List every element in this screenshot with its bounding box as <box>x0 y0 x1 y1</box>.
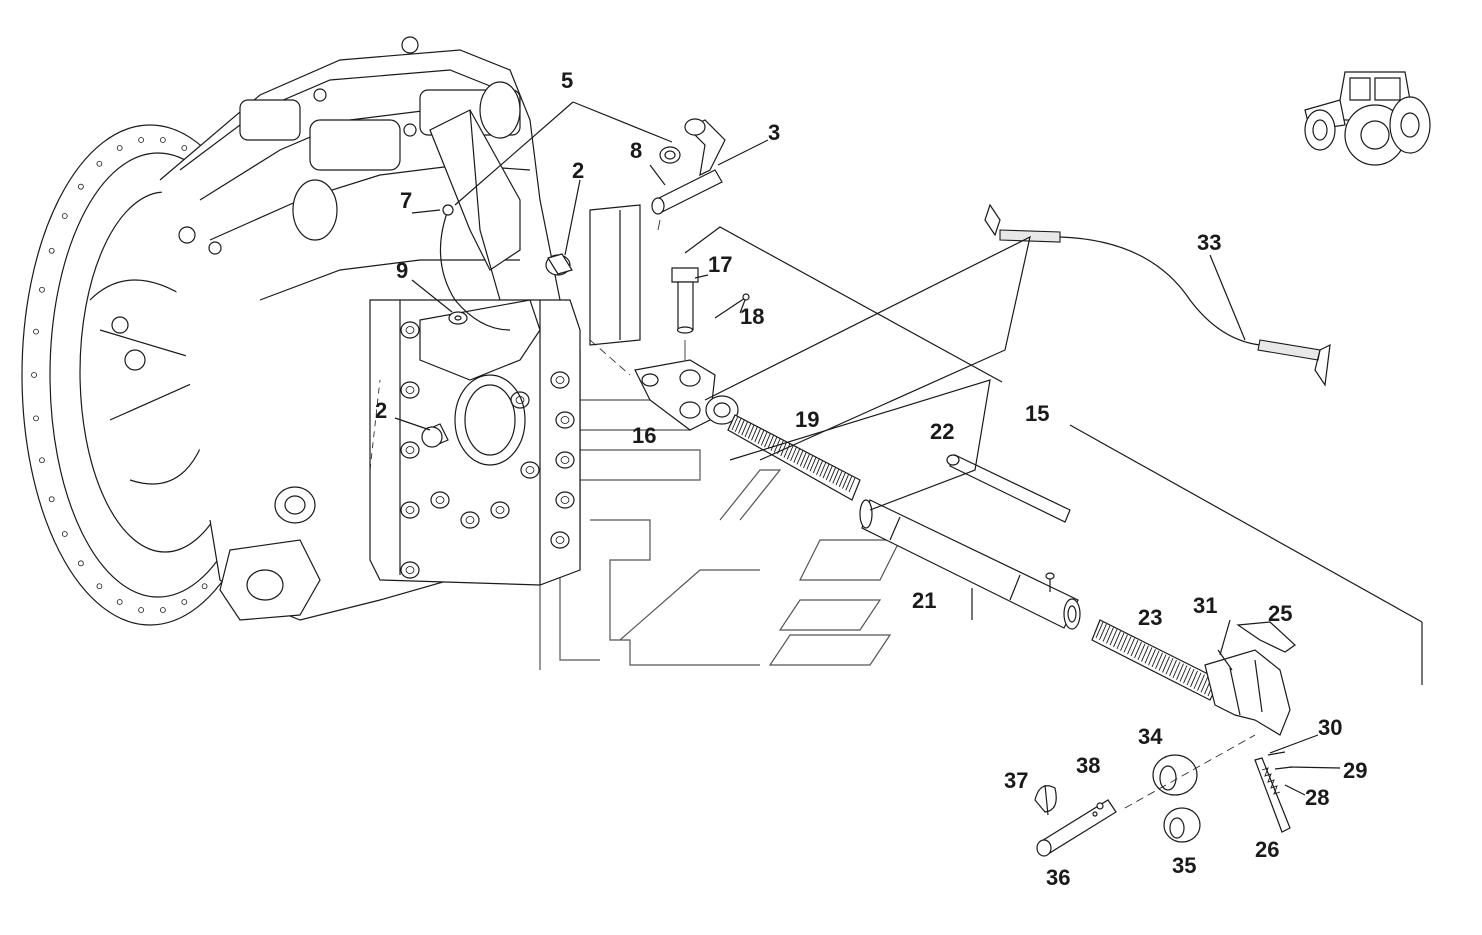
callout-19: 19 <box>795 407 819 432</box>
callout-34: 34 <box>1138 724 1163 749</box>
callout-22: 22 <box>930 419 954 444</box>
part-3-handle-pin <box>651 118 726 231</box>
callout-2-upper: 2 <box>572 158 584 183</box>
callout-5: 5 <box>561 68 573 93</box>
callout-30: 30 <box>1318 715 1342 740</box>
callout-16: 16 <box>632 423 656 448</box>
transmission-housing <box>21 36 641 626</box>
callout-17: 17 <box>708 252 732 277</box>
part-22-key <box>946 454 1071 523</box>
part-29-pin <box>1274 766 1293 770</box>
part-37-linch-pin <box>1034 784 1057 816</box>
callout-labels: 5 3 8 2 7 9 2 17 18 16 19 22 15 33 21 23… <box>375 68 1367 890</box>
callout-37: 37 <box>1004 768 1028 793</box>
callout-3: 3 <box>768 120 780 145</box>
callout-26: 26 <box>1255 837 1279 862</box>
callout-25: 25 <box>1268 601 1292 626</box>
callout-36: 36 <box>1046 865 1070 890</box>
part-7-lanyard <box>439 204 511 331</box>
part-35-ball <box>1163 807 1201 843</box>
part-38-clip <box>1096 802 1104 810</box>
callout-28: 28 <box>1305 785 1329 810</box>
callout-9: 9 <box>396 258 408 283</box>
part-33-cable <box>984 203 1331 387</box>
callout-21: 21 <box>912 588 936 613</box>
callout-29: 29 <box>1343 758 1367 783</box>
part-2-bushing-lower <box>421 423 449 448</box>
callout-33: 33 <box>1197 230 1221 255</box>
part-28-spring <box>1261 767 1281 795</box>
part-36-pin <box>1036 799 1117 857</box>
callout-35: 35 <box>1172 853 1196 878</box>
part-23-threaded-rod <box>1091 619 1221 701</box>
part-16-bracket <box>634 359 716 431</box>
part-19-threaded-end <box>705 395 861 501</box>
part-26-latch-rod <box>1254 757 1291 833</box>
leader-lines <box>369 101 1423 809</box>
part-9-washer <box>448 311 468 325</box>
callout-8: 8 <box>630 138 642 163</box>
part-30-pin <box>1267 751 1286 756</box>
part-17-pin <box>671 267 699 360</box>
part-8-clip <box>659 146 681 164</box>
part-34-ball <box>1152 754 1198 796</box>
callout-7: 7 <box>400 188 412 213</box>
part-hook-assembly <box>1204 621 1296 736</box>
callout-31: 31 <box>1193 593 1217 618</box>
part-21-tube <box>859 499 1081 630</box>
callout-15: 15 <box>1025 401 1049 426</box>
callout-38: 38 <box>1076 753 1100 778</box>
callout-18: 18 <box>740 304 764 329</box>
part-2-bushing-upper <box>545 253 573 276</box>
callout-23: 23 <box>1138 605 1162 630</box>
tractor-icon <box>1304 71 1431 166</box>
callout-2-lower: 2 <box>375 398 387 423</box>
part-18-r-clip <box>714 293 750 319</box>
